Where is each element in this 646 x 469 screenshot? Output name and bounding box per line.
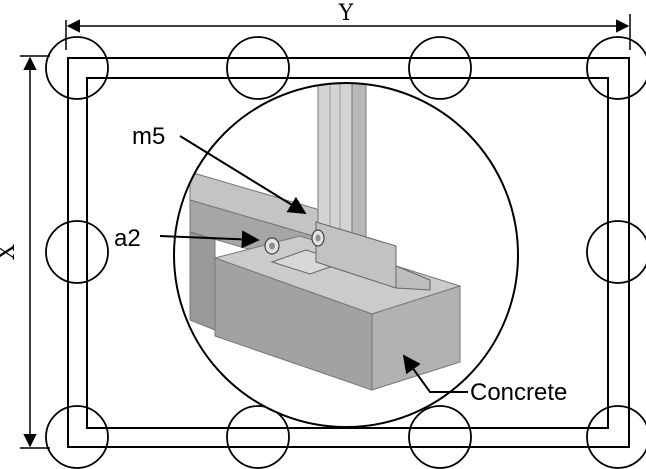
anchor-bolt-a2-hole <box>269 242 275 250</box>
callout-m5: m5 <box>132 123 307 214</box>
callout-a2-leader <box>159 230 260 249</box>
detail-view <box>189 83 462 391</box>
support-circle-top-2 <box>226 36 290 100</box>
support-circles <box>45 36 646 469</box>
support-circle-middle-right <box>586 220 646 284</box>
support-circle-bottom-left <box>45 405 109 469</box>
callout-a2-label: a2 <box>114 225 141 252</box>
dimension-x: X <box>0 55 50 449</box>
support-circle-top-left <box>45 36 109 100</box>
column-side <box>351 83 367 245</box>
rear-beam-lower <box>189 231 216 331</box>
frame-outline <box>67 57 630 448</box>
bolt-m5-hole <box>315 234 321 242</box>
callout-concrete-leader <box>402 354 468 393</box>
support-circle-top-3 <box>408 36 472 100</box>
frame-inner-rect <box>86 77 609 429</box>
bracket-foot <box>395 265 431 291</box>
support-circle-bottom-3 <box>408 405 472 469</box>
callout-m5-label: m5 <box>132 123 165 150</box>
callout-m5-leader <box>179 135 307 214</box>
column-front <box>317 83 353 243</box>
dimension-y-label: Y <box>338 1 354 26</box>
support-circle-bottom-2 <box>226 405 290 469</box>
dimension-x-label: X <box>0 244 20 260</box>
dimension-y: Y <box>65 1 631 50</box>
frame-outer-rect <box>67 57 630 448</box>
support-circle-middle-left <box>45 220 109 284</box>
support-circle-bottom-right <box>586 405 646 469</box>
callout-concrete: Concrete <box>402 354 567 406</box>
detail-circle <box>173 82 519 428</box>
concrete-block-side <box>371 285 461 391</box>
callout-concrete-label: Concrete <box>470 379 567 406</box>
callout-a2: a2 <box>114 225 260 252</box>
support-circle-top-right <box>586 36 646 100</box>
